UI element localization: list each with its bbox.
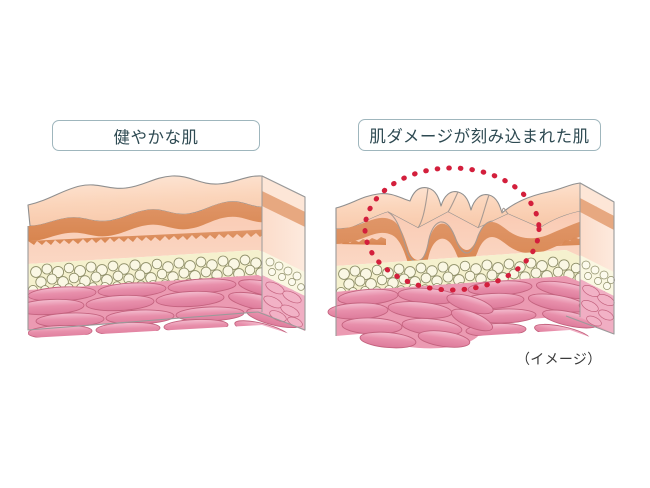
damaged-side-fat-cells (581, 260, 615, 290)
healthy-epidermis-band (28, 197, 305, 241)
image-disclaimer-caption: （イメージ） (516, 351, 602, 367)
healthy-skin-block (27, 175, 306, 338)
damaged-side-muscle-fibers (581, 284, 615, 327)
healthy-dermo-epidermal-junction (28, 229, 275, 245)
wrinkle-highlight-ellipse (362, 165, 542, 293)
label-damaged-skin: 肌ダメージが刻み込まれた肌 (358, 119, 601, 151)
damaged-block-outline (335, 182, 615, 336)
healthy-block-outline (27, 175, 306, 331)
healthy-side-fat-cells (265, 257, 305, 291)
damaged-muscle-bulge-fibers (327, 287, 494, 349)
label-damaged-text: 肌ダメージが刻み込まれた肌 (369, 128, 590, 146)
label-healthy-text: 健やかな肌 (113, 128, 199, 147)
healthy-side-muscle-fibers (263, 281, 303, 328)
damaged-wrinkle-creases (387, 187, 509, 263)
damaged-dermo-epidermal-junction (336, 237, 386, 245)
label-healthy-skin: 健やかな肌 (52, 120, 260, 151)
damaged-skin-block (327, 165, 615, 349)
